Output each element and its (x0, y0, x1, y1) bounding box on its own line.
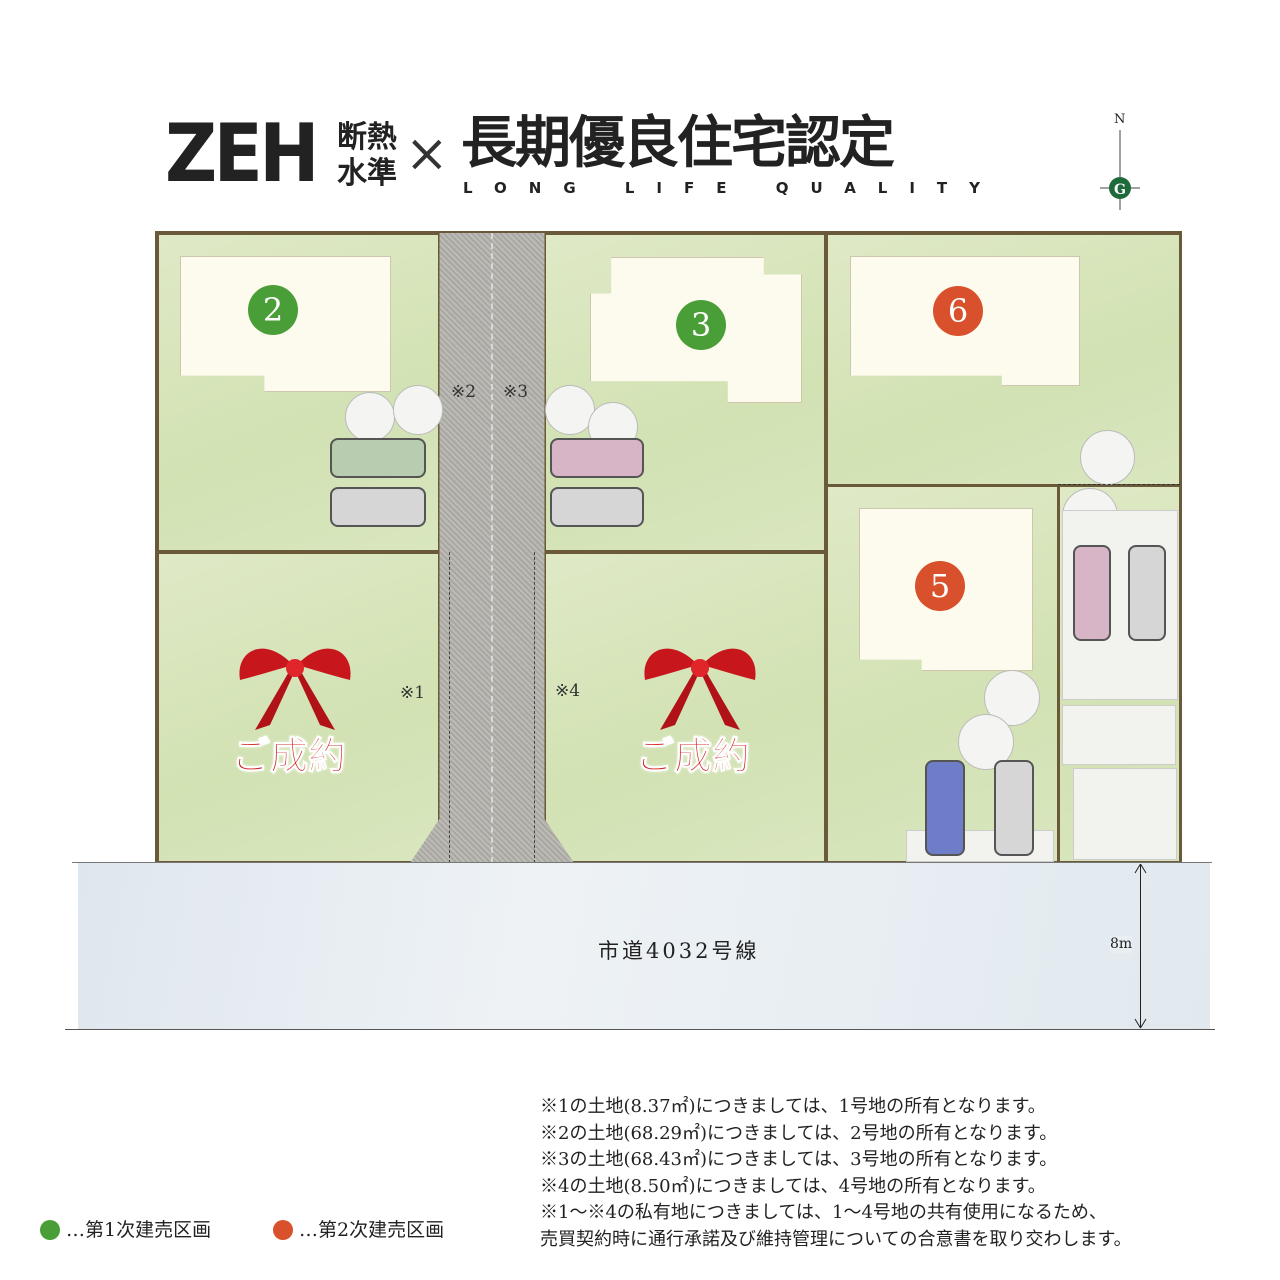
car-pink (550, 438, 644, 478)
driveway-boundary-left (449, 552, 450, 863)
zeh-sub2: 水準 (337, 156, 397, 191)
note-line: ※3の土地(68.43㎡)につきましては、3号地の所有となります。 (540, 1149, 1058, 1170)
note-line: 売買契約時に通行承諾及び維持管理についての合意書を取り交わします。 (540, 1228, 1132, 1250)
lot-number-badge-3: 3 (676, 300, 726, 350)
legend-item-phase1: …第1次建売区画 (40, 1218, 211, 1242)
compass-north-label: N (1114, 112, 1126, 127)
driveway-boundary-right (534, 552, 535, 863)
mark-2: ※2 (451, 382, 477, 402)
ribbon-bow-icon (239, 648, 351, 730)
note-line: ※1の土地(8.37㎡)につきましては、1号地の所有となります。 (540, 1096, 1046, 1117)
lot-1-sold[interactable] (157, 552, 440, 863)
dimension-arrow-icon (1134, 864, 1147, 1029)
car-silver (330, 487, 426, 527)
legend-label: …第1次建売区画 (66, 1219, 212, 1241)
approach-circle (958, 714, 1014, 770)
compass-icon: G (1100, 130, 1140, 210)
city-road (78, 863, 1210, 1029)
approach-circle (393, 385, 443, 435)
sold-label: ご成約 (635, 734, 751, 779)
mark-4: ※4 (555, 681, 581, 701)
road-width-dimension-line (1140, 865, 1141, 1028)
note-line: ※2の土地(68.29㎡)につきましては、2号地の所有となります。 (540, 1122, 1058, 1144)
road-width-label: 8m (1110, 936, 1133, 953)
parking-pad (1073, 768, 1177, 860)
ribbon-bow-icon (644, 648, 756, 730)
lot-number-badge-5: 5 (915, 561, 965, 611)
note-line: ※1～※4の私有地につきましては、1～4号地の共有使用になるため、 (540, 1202, 1107, 1223)
sold-label: ご成約 (231, 734, 347, 779)
car-silver (994, 760, 1034, 856)
mark-3: ※3 (503, 382, 529, 402)
lot-number-badge-6: 6 (933, 286, 983, 336)
house-3 (590, 257, 802, 403)
compass: N G (1100, 112, 1140, 210)
car-silver (1128, 545, 1166, 641)
driveway-centerline (491, 233, 493, 863)
orange-dot-icon (273, 1220, 293, 1240)
subtitle-text: LONG LIFE QUALITY (463, 179, 1003, 197)
approach-circle (345, 392, 395, 442)
legend-item-phase2: …第2次建売区画 (273, 1218, 444, 1242)
mark-1: ※1 (400, 683, 426, 703)
notes: ※1の土地(8.37㎡)につきましては、1号地の所有となります。 ※2の土地(6… (540, 1094, 1132, 1253)
car-pink (1073, 545, 1111, 641)
note-line: ※4の土地(8.50㎡)につきましては、4号地の所有となります。 (540, 1175, 1046, 1197)
approach-circle (545, 385, 595, 435)
header-logo: ZEH 断熱 水準 × 長期優良住宅認定 LONG LIFE QUALITY (165, 107, 980, 202)
road-top-line (72, 862, 1212, 863)
zeh-sub1: 断熱 (337, 120, 397, 155)
approach-circle (1080, 430, 1135, 485)
road-edge-line (65, 1029, 1215, 1030)
car-silver (550, 487, 644, 527)
lot-boundary-dashed (1058, 484, 1180, 485)
car-green (330, 438, 426, 478)
road-name: 市道4032号線 (598, 939, 760, 963)
zeh-text: ZEH (165, 107, 319, 200)
parking-pad (1062, 705, 1176, 765)
svg-text:G: G (1114, 182, 1126, 198)
times-sign: × (405, 124, 449, 184)
green-dot-icon (40, 1220, 60, 1240)
lot-number-badge-2: 2 (248, 285, 298, 335)
car-blue (925, 760, 965, 856)
title-text: 長期優良住宅認定 (461, 111, 895, 176)
legend-label: …第2次建売区画 (299, 1219, 445, 1241)
